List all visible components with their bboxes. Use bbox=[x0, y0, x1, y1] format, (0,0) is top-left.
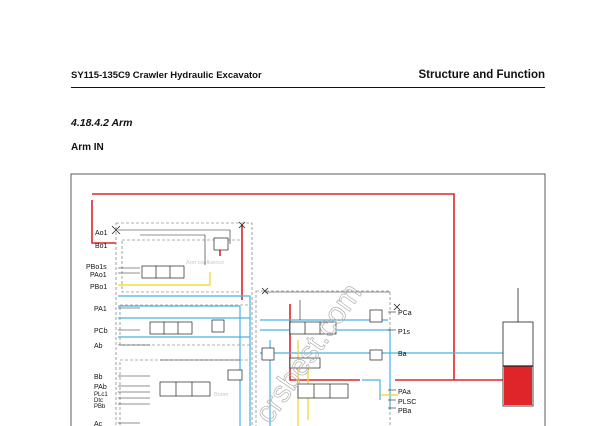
pressure-lines bbox=[91, 193, 503, 381]
port-plc1: PLc1 bbox=[94, 392, 108, 398]
left-port-labels: Ao1 Bo1 PBo1s PAo1 PBo1 PA1 PCb Ab Bb PA… bbox=[86, 230, 108, 426]
port-pcb: PCb bbox=[94, 328, 108, 335]
port-pba: PBa bbox=[398, 408, 411, 415]
port-bo1: Bo1 bbox=[95, 243, 108, 250]
port-dtc: Dtc bbox=[94, 398, 103, 404]
port-ab: Ab bbox=[94, 343, 103, 350]
header-rule bbox=[71, 87, 545, 88]
plug-markers bbox=[111, 221, 401, 311]
diagram-frame bbox=[70, 173, 546, 426]
port-pbo1s: PBo1s bbox=[86, 264, 107, 271]
port-ac: Ac bbox=[94, 421, 103, 426]
pilot-drain-lines bbox=[118, 229, 396, 424]
valve-block-outlines bbox=[115, 222, 391, 426]
port-paa: PAa bbox=[398, 389, 411, 396]
port-pbo1: PBo1 bbox=[90, 284, 107, 291]
manual-model-title: SY115-135C9 Crawler Hydraulic Excavator bbox=[71, 70, 262, 81]
port-pa1: PA1 bbox=[94, 306, 107, 313]
spool-valves bbox=[141, 237, 383, 399]
port-pca: PCa bbox=[398, 310, 412, 317]
boom-cylinder bbox=[502, 288, 534, 407]
port-pbb: PBb bbox=[94, 404, 106, 410]
port-plsc: PLSC bbox=[398, 399, 416, 406]
label-boom: Boom bbox=[214, 392, 229, 398]
sub-heading: Arm IN bbox=[71, 142, 104, 153]
port-pab: PAb bbox=[94, 384, 107, 391]
port-p1s: P1s bbox=[398, 329, 411, 336]
port-bb: Bb bbox=[94, 374, 103, 381]
chapter-title: Structure and Function bbox=[418, 69, 546, 81]
right-port-labels: PCa P1s Ba PAa PLSC PBa bbox=[398, 310, 416, 415]
return-lines bbox=[118, 295, 503, 426]
port-pao1: PAo1 bbox=[90, 272, 107, 279]
port-ao1: Ao1 bbox=[95, 230, 108, 237]
port-ba: Ba bbox=[398, 351, 407, 358]
section-heading: 4.18.4.2 Arm bbox=[71, 117, 133, 129]
label-arm-confluence: Arm confluence bbox=[186, 260, 224, 266]
